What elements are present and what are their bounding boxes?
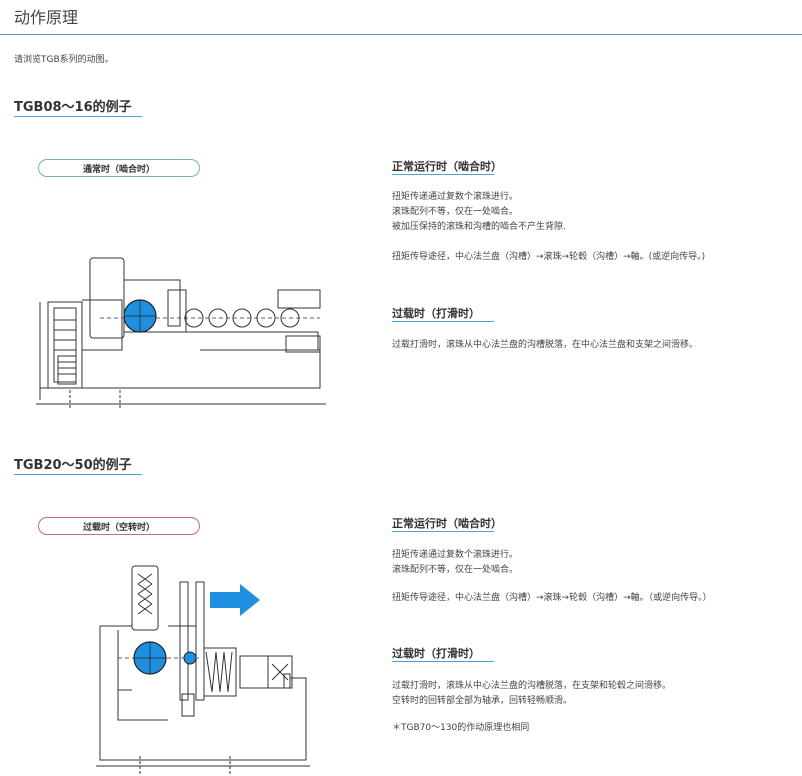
section2-torque-path: 扭矩传导途径，中心法兰盘（沟槽）→滚珠→轮毂（沟槽）→軸。（或逆向传导。） (392, 593, 712, 603)
section1-normal-line: 被加压保持的滚珠和沟槽的啮合不产生背隙. (392, 222, 566, 232)
s1-hub (89, 257, 125, 339)
section2-normal-heading-underline (392, 531, 494, 532)
section1-state-label: 通常时（啮合时） (82, 164, 155, 175)
section2-state-pill: 过载时（空转时） (38, 517, 200, 535)
section2-mechanism-drawing (96, 565, 310, 774)
section2-normal-line: 滚珠配列不等，仅在一处啮合。 (392, 565, 519, 575)
section1-overload-heading: 过载时（打滑时） (392, 305, 494, 322)
section1-heading-underline (14, 116, 142, 117)
section1-normal-line: 滚珠配列不等，仅在一处啮合。 (392, 207, 519, 217)
s2-support-plate (179, 581, 189, 701)
section2-overload-heading-underline (392, 661, 494, 662)
section1-mechanism-drawing (36, 257, 326, 408)
section2-normal-line: 扭矩传递通过复数个滚珠进行。 (392, 550, 519, 560)
section2-heading-underline (14, 474, 142, 475)
section2-state-label: 过载时（空转时） (82, 522, 155, 533)
section2-overload-description: 过载打滑时，滚珠从中心法兰盘的沟槽脱落，在支架和轮毂之间滑移。 空转时的回转部全… (392, 679, 671, 709)
section1-heading-text: TGB08～16的例子 (14, 100, 132, 115)
section2-note: ＊TGB70～130的作动原理也相同 (392, 723, 530, 733)
section2-heading-text: TGB20～50的例子 (14, 458, 132, 473)
s2-spring (205, 651, 233, 693)
section2-heading: TGB20～50的例子 (14, 454, 142, 475)
page-title: 动作原理 (14, 8, 79, 27)
s1-ball (208, 308, 228, 328)
intro-text: 请浏览TGB系列的动图。 (14, 55, 114, 65)
direction-arrow-icon (210, 584, 260, 616)
section1-heading: TGB08～16的例子 (14, 96, 142, 117)
section1-normal-heading-text: 正常运行时（啮合时） (392, 160, 502, 173)
s1-left-housing (47, 301, 83, 389)
s2-small-ball (183, 651, 197, 665)
section1-normal-heading: 正常运行时（啮合时） (392, 158, 502, 175)
section2-normal-heading: 正常运行时（啮合时） (392, 515, 502, 532)
section1-normal-heading-underline (392, 174, 494, 175)
section2-overload-heading: 过载时（打滑时） (392, 645, 494, 662)
s1-center-flange (124, 279, 187, 333)
section2-normal-description: 扭矩传递通过复数个滚珠进行。 滚珠配列不等，仅在一处啮合。 (392, 548, 518, 578)
section1-overload-heading-underline (392, 321, 494, 322)
section2-overload-line: 空转时的回转部全部为轴承，回转轻畅顺滑。 (392, 696, 573, 706)
section1-normal-line: 扭矩传递通过复数个滚珠进行。 (392, 192, 519, 202)
section2-overload-line: 过载打滑时，滚珠从中心法兰盘的沟槽脱落，在支架和轮毂之间滑移。 (392, 681, 672, 691)
section1-torque-path: 扭矩传导途径，中心法兰盘（沟槽）→滚珠→轮毂（沟槽）→軸。(或逆向传导。) (392, 252, 706, 262)
section1-overload-heading-text: 过载时（打滑时） (392, 307, 480, 320)
s2-bolt-head (267, 655, 293, 689)
title-divider (0, 34, 802, 35)
section2-normal-heading-text: 正常运行时（啮合时） (392, 517, 502, 530)
s2-bearing (131, 565, 159, 631)
section1-normal-description: 扭矩传递通过复数个滚珠进行。 滚珠配列不等，仅在一处啮合。 被加压保持的滚珠和沟… (392, 190, 566, 235)
section2-overload-heading-text: 过载时（打滑时） (392, 647, 480, 660)
s1-ball (256, 308, 276, 328)
s2-housing (99, 626, 307, 761)
section1-state-pill: 通常时（啮合时） (38, 159, 200, 177)
s1-bolt (57, 355, 77, 385)
section1-overload-description: 过载打滑时，滚珠从中心法兰盘的沟槽脱落，在中心法兰盘和支架之间滑移。 (392, 340, 699, 350)
